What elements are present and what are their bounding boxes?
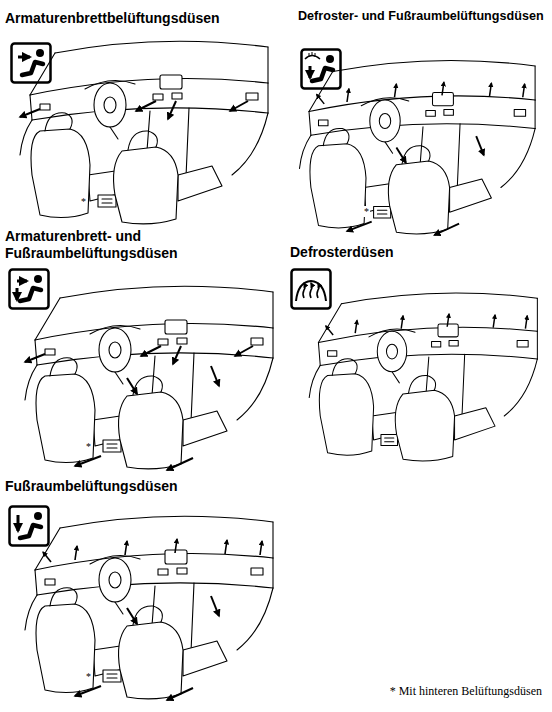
icon-dash-vent [12,44,51,83]
car-interior [25,516,273,700]
icon-defrost [317,283,319,298]
car-interior [326,314,527,335]
icon-foot [10,507,49,546]
icon-defrost [292,270,331,309]
footnote-marker: * [85,671,92,682]
icon-foot [20,512,42,538]
panel-heading: Armaturenbrettbelüftungsdüsen [5,10,220,27]
footnote-marker: * [363,206,370,217]
icon-dash-foot [17,280,27,283]
footnote-marker: * [85,441,92,452]
icon-defrost-foot [312,55,334,81]
footnote-marker: * [80,196,87,207]
icon-defrost [292,270,331,309]
car-interior [25,286,273,469]
icon-dash-vent [22,49,44,75]
car-interior [300,60,536,234]
icon-defrost-foot [309,66,312,78]
car-interior [20,101,248,119]
car-interior [20,41,268,224]
icon-defrost [310,283,312,298]
icon-defrost-foot [302,50,341,89]
panel-heading: Defroster- und Fußraumbelüftungsdüsen [298,8,544,25]
car-interior [347,136,484,235]
car-interior [43,539,262,562]
icon-dash-foot [10,270,49,309]
icon-foot [10,507,49,546]
car-interior [25,346,253,364]
panel-heading: Armaturenbrett- und Fußraumbelüftungsdüs… [5,228,183,262]
icon-dash-foot [16,288,19,300]
icon-defrost [296,281,326,301]
icon-foot [17,515,20,531]
icon-dash-foot [10,270,49,309]
icon-dash-foot [20,275,42,301]
icon-defrost-foot [302,50,341,89]
car-interior [75,596,219,700]
icon-defrost-foot [309,52,315,57]
icon-dash-vent [18,56,30,59]
car-interior [25,286,273,470]
icon-dash-vent [12,44,51,83]
car-interior [75,366,219,470]
footnote: * Mit hinteren Belüftungsdüsen [390,684,542,698]
panel-heading: Defrosterdüsen [290,244,393,261]
icon-defrost [303,283,305,298]
icon-defrost-foot [305,56,320,60]
car-interior [300,60,536,235]
car-interior [309,293,537,461]
car-interior [309,293,537,461]
car-interior [25,516,273,699]
car-interior [317,82,525,104]
car-interior [20,41,268,224]
panel-heading: Fußraumbelüftungsdüsen [5,478,178,495]
